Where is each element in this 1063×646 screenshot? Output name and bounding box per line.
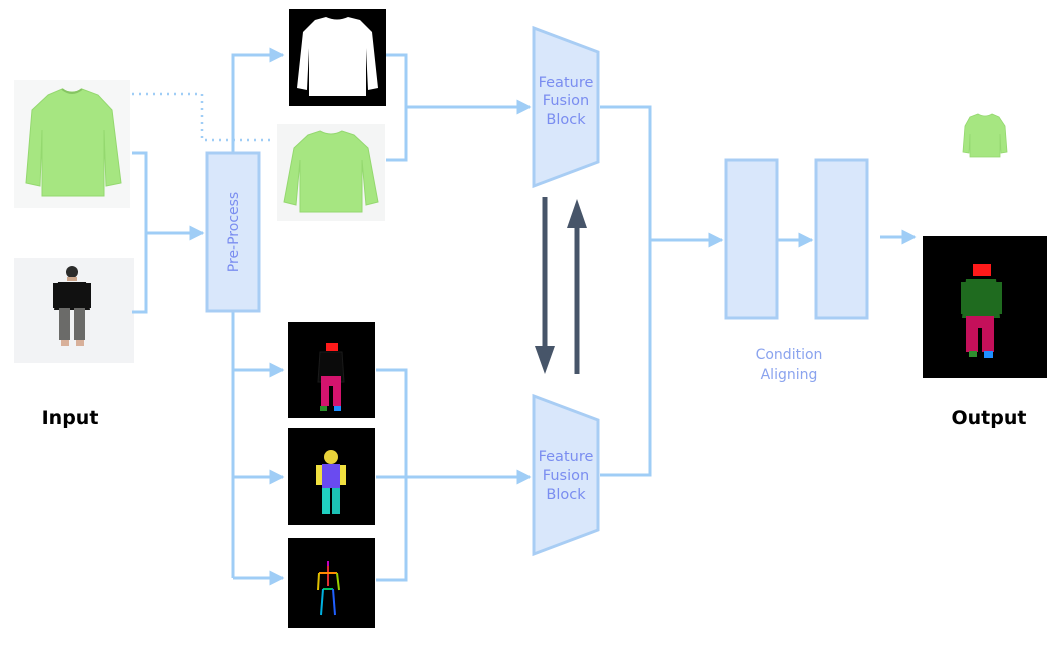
input-label: Input bbox=[42, 407, 99, 429]
output-garment-thumbnail bbox=[962, 113, 1008, 158]
fusion-top-line3: Block bbox=[546, 112, 586, 128]
input-garment-image bbox=[14, 80, 130, 208]
fusion-top-line1: Feature bbox=[539, 75, 594, 91]
fusion-block-top: Feature Fusion Block bbox=[532, 25, 600, 189]
fusion-block-bottom: Feature Fusion Block bbox=[532, 393, 600, 557]
preprocess-block: Pre-Process bbox=[205, 151, 261, 313]
feedback-arrows bbox=[535, 197, 587, 374]
parsing-map-image bbox=[288, 322, 375, 418]
output-label: Output bbox=[952, 407, 1027, 429]
densepose-image bbox=[288, 428, 375, 525]
output-parsing-image bbox=[923, 236, 1047, 378]
clean-garment-image bbox=[277, 124, 385, 221]
fusion-top-line2: Fusion bbox=[543, 93, 589, 109]
condition-aligning-block-1 bbox=[724, 158, 779, 320]
garment-mask-image bbox=[289, 9, 386, 106]
condition-label-line1: Condition bbox=[756, 347, 823, 363]
preprocess-label: Pre-Process bbox=[226, 192, 242, 272]
fusion-bottom-line2: Fusion bbox=[543, 468, 589, 484]
flow-connectors bbox=[132, 47, 917, 586]
fusion-bottom-line3: Block bbox=[546, 487, 586, 503]
fusion-bottom-line1: Feature bbox=[539, 449, 594, 465]
input-person-image bbox=[14, 258, 134, 363]
condition-label-line2: Aligning bbox=[761, 367, 818, 383]
pose-skeleton-image bbox=[288, 538, 375, 628]
condition-aligning-block-2 bbox=[814, 158, 869, 320]
